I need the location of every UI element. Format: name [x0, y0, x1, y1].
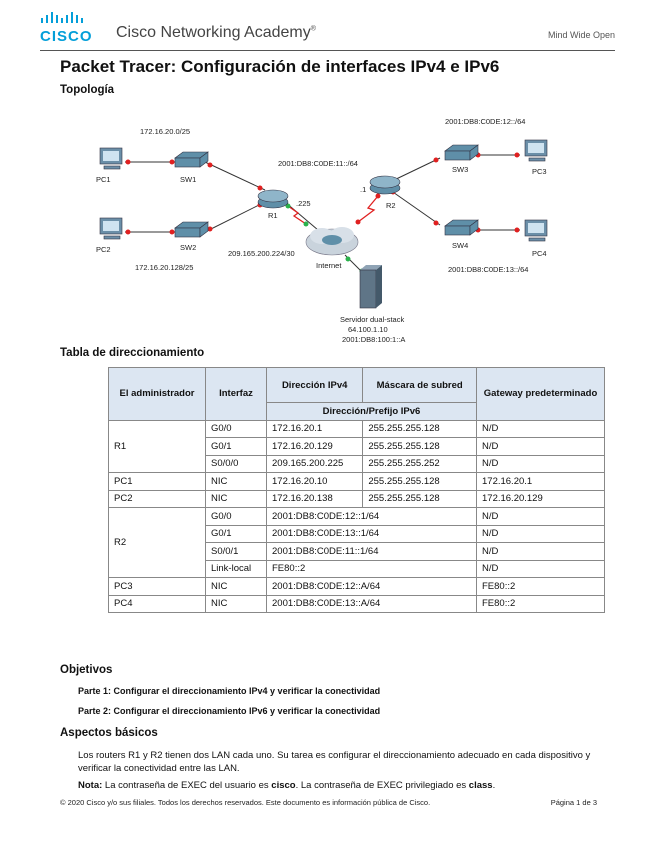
background-heading: Aspectos básicos: [60, 727, 158, 739]
objectives-heading: Objetivos: [60, 664, 113, 676]
svg-text:SW2: SW2: [180, 243, 196, 252]
col-mask: Máscara de subred: [362, 367, 477, 403]
footer-copyright: © 2020 Cisco y/o sus filiales. Todos los…: [60, 798, 431, 807]
svg-text:2001:DB8:C0DE:12::/64: 2001:DB8:C0DE:12::/64: [445, 117, 525, 126]
serial-link-r2-internet: [357, 195, 379, 223]
router-icon: [257, 175, 401, 209]
page-title: Packet Tracer: Configuración de interfac…: [60, 57, 500, 76]
page-header: CISCO Cisco Networking Academy® Mind Wid…: [40, 10, 615, 45]
background-text: Los routers R1 y R2 tienen dos LAN cada …: [78, 750, 591, 774]
col-gateway: Gateway predeterminado: [476, 367, 605, 421]
col-ipv4: Dirección IPv4: [265, 367, 364, 403]
internet-cloud-icon: [305, 227, 359, 256]
svg-text:R1: R1: [268, 211, 278, 220]
svg-text:209.165.200.224/30: 209.165.200.224/30: [228, 249, 295, 258]
svg-text:R2: R2: [386, 201, 396, 210]
svg-text:.225: .225: [296, 199, 311, 208]
addressing-table: El administrador Interfaz Dirección IPv4…: [108, 367, 605, 613]
cisco-logo-bars-icon: [41, 12, 83, 23]
topology-heading: Topología: [60, 84, 115, 96]
col-ipv6-prefix: Dirección/Prefijo IPv6: [266, 402, 477, 421]
svg-text:64.100.1.10: 64.100.1.10: [348, 325, 388, 334]
svg-text:2001:DB8:C0DE:13::/64: 2001:DB8:C0DE:13::/64: [448, 265, 528, 274]
svg-text:PC2: PC2: [96, 245, 111, 254]
svg-text:SW1: SW1: [180, 175, 196, 184]
footer-page-number: Página 1 de 3: [550, 798, 597, 807]
svg-text:Servidor dual-stack: Servidor dual-stack: [340, 315, 404, 324]
svg-text:2001:DB8:C0DE:11::/64: 2001:DB8:C0DE:11::/64: [278, 159, 358, 168]
header-rule: [40, 50, 615, 51]
svg-text:SW3: SW3: [452, 165, 468, 174]
serial-link-r1-internet: [287, 205, 307, 225]
tagline: Mind Wide Open: [547, 30, 615, 40]
svg-text:SW4: SW4: [452, 241, 468, 250]
svg-text:Internet: Internet: [316, 261, 342, 270]
svg-text:2001:DB8:100:1::A: 2001:DB8:100:1::A: [342, 335, 405, 344]
background-note: Nota: La contraseña de EXEC del usuario …: [78, 780, 496, 791]
academy-title: Cisco Networking Academy®: [116, 24, 316, 41]
addressing-heading: Tabla de direccionamiento: [60, 347, 205, 359]
objective-part1: Parte 1: Configurar el direccionamiento …: [78, 686, 381, 696]
svg-text:172.16.20.0/25: 172.16.20.0/25: [140, 127, 190, 136]
objective-part2: Parte 2: Configurar el direccionamiento …: [78, 706, 381, 716]
switch-icon: [174, 144, 479, 238]
col-interface: Interfaz: [205, 367, 267, 421]
svg-text:PC3: PC3: [532, 167, 547, 176]
svg-text:PC1: PC1: [96, 175, 111, 184]
col-device: El administrador: [108, 367, 206, 421]
server-icon: [359, 265, 382, 309]
svg-text:.1: .1: [360, 185, 366, 194]
cisco-logo-text: CISCO: [40, 28, 93, 45]
svg-text:PC4: PC4: [532, 249, 547, 258]
svg-text:172.16.20.128/25: 172.16.20.128/25: [135, 263, 193, 272]
topology-diagram: 172.16.20.0/25 PC1 SW1 PC2 SW2 172.16.20…: [96, 117, 548, 344]
